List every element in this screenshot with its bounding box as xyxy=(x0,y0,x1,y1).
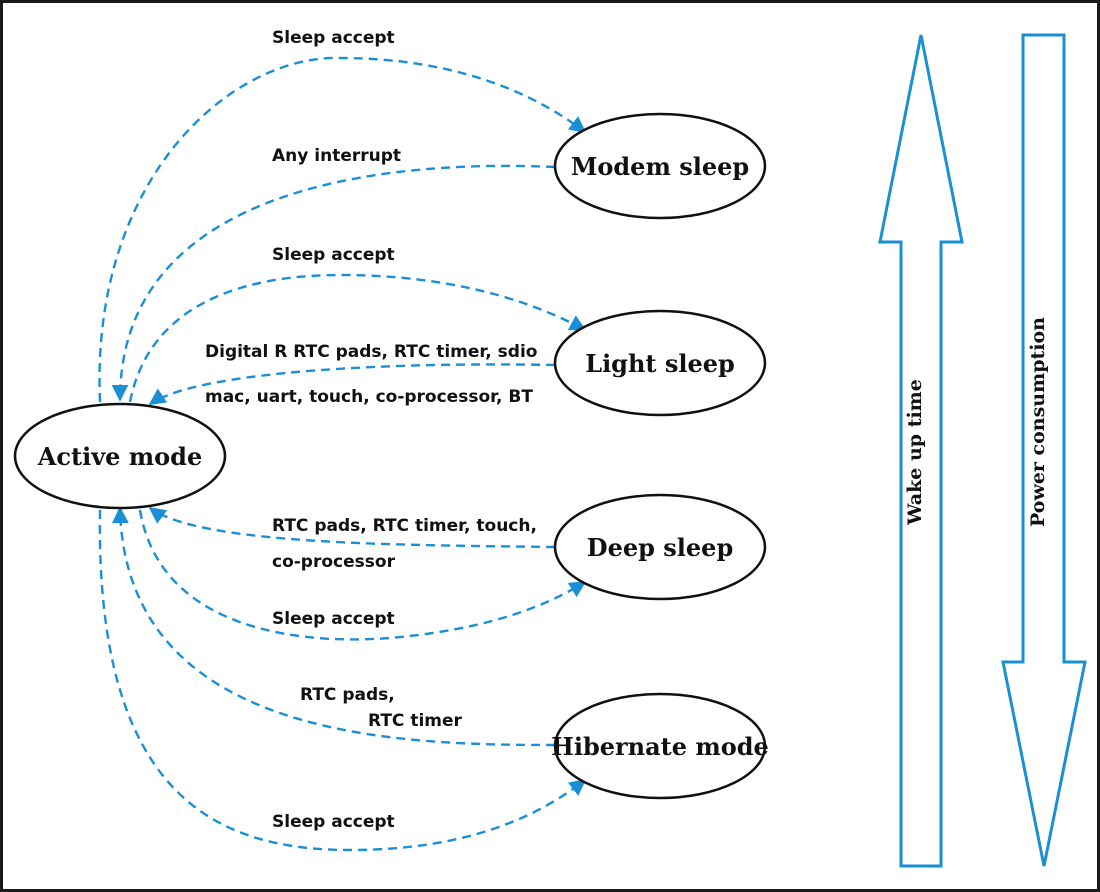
label-deep-wake-line2: co-processor xyxy=(272,552,396,572)
label-hibernate-sleep-accept: Sleep accept xyxy=(272,812,395,832)
node-hibernate-mode: Hibernate mode xyxy=(551,692,769,800)
edge-hibernate-to-active xyxy=(111,506,556,747)
node-light-sleep-label: Light sleep xyxy=(585,349,735,378)
node-active-mode: Active mode xyxy=(13,402,227,510)
node-modem-sleep-label: Modem sleep xyxy=(571,152,749,181)
label-modem-sleep-accept: Sleep accept xyxy=(272,28,395,48)
edge-active-to-light xyxy=(128,273,587,403)
power-consumption-label: Power consumption xyxy=(1027,317,1049,527)
node-deep-sleep-label: Deep sleep xyxy=(587,533,733,562)
wake-up-time-arrow xyxy=(878,34,964,868)
edge-active-to-hibernate xyxy=(98,509,587,852)
label-modem-any-interrupt: Any interrupt xyxy=(272,146,401,166)
label-hibernate-wake-line1: RTC pads, xyxy=(300,685,395,705)
edge-light-to-active xyxy=(148,363,556,405)
node-modem-sleep: Modem sleep xyxy=(553,112,767,220)
wake-up-time-label: Wake up time xyxy=(904,379,926,526)
edge-active-to-modem xyxy=(98,56,587,403)
node-active-mode-label: Active mode xyxy=(37,442,202,471)
node-deep-sleep: Deep sleep xyxy=(553,493,767,601)
label-hibernate-wake-line2: RTC timer xyxy=(368,711,463,731)
edge-active-to-deep xyxy=(138,509,587,641)
edge-modem-to-active xyxy=(111,164,556,402)
label-deep-sleep-accept: Sleep accept xyxy=(272,609,395,629)
node-hibernate-mode-label: Hibernate mode xyxy=(551,732,769,761)
label-light-wake-line2: mac, uart, touch, co-processor, BT xyxy=(205,387,533,407)
label-light-sleep-accept: Sleep accept xyxy=(272,245,395,265)
edge-deep-to-active xyxy=(148,507,556,549)
power-consumption-arrow xyxy=(1001,33,1087,867)
node-light-sleep: Light sleep xyxy=(553,309,767,417)
label-deep-wake-line1: RTC pads, RTC timer, touch, xyxy=(272,516,537,536)
label-light-wake-line1: Digital R RTC pads, RTC timer, sdio xyxy=(205,342,537,362)
